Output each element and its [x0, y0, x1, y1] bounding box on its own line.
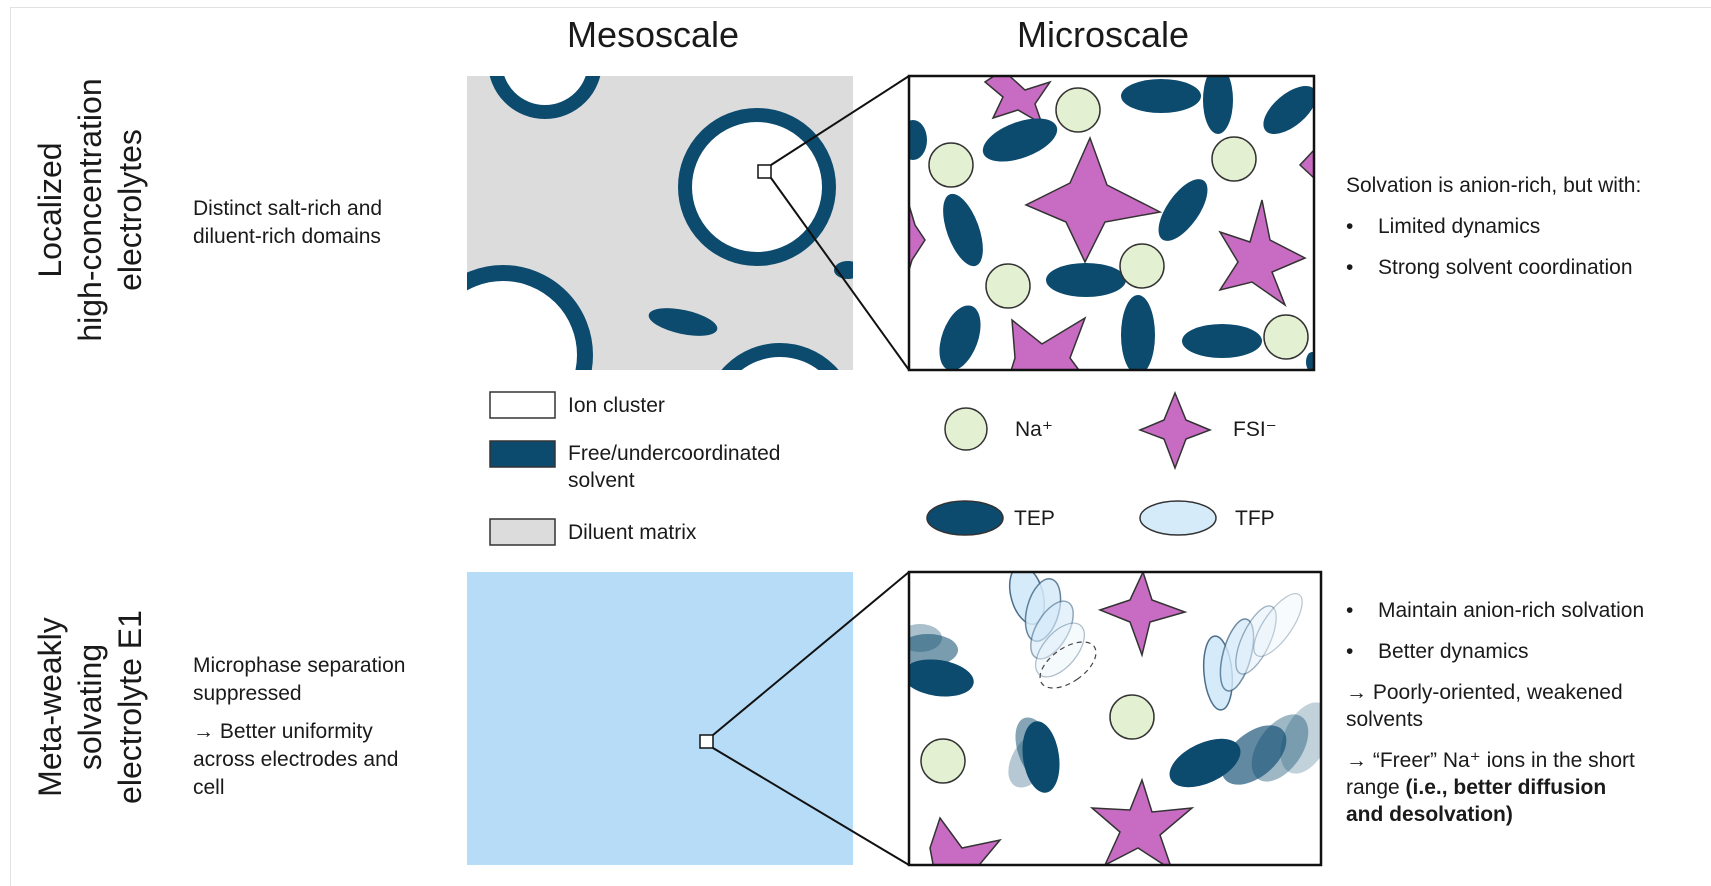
microscale-header: Microscale	[1017, 14, 1190, 55]
fsi-anion	[1218, 199, 1307, 308]
tep-molecule	[943, 193, 983, 267]
tep-molecule	[1182, 324, 1262, 358]
na-ion	[928, 142, 974, 188]
tep-molecule	[1203, 76, 1233, 134]
micro-panel-border	[907, 74, 1316, 372]
zoom-marker	[757, 164, 772, 179]
bullet-dot: •	[1346, 215, 1354, 238]
ion-cluster-ring	[678, 108, 836, 266]
fsi-anion	[909, 202, 926, 273]
fsi-anion	[1089, 777, 1195, 865]
legend-tep-icon	[926, 500, 1004, 536]
legend-diluent-swatch	[489, 518, 556, 546]
na-ion	[985, 263, 1031, 309]
na-ion	[1119, 243, 1165, 289]
bottom-arrow-2: → “Freer” Na⁺ ions in the short range (i…	[1346, 749, 1635, 826]
ion-cluster-ring	[721, 343, 839, 370]
zoom-marker	[699, 734, 714, 749]
tep-molecule	[909, 659, 974, 697]
fsi-anion	[1024, 135, 1163, 264]
tep-molecule	[1169, 738, 1241, 788]
bottom-arrow-1: → Poorly-oriented, weakened solvents	[1346, 681, 1623, 731]
na-ion	[1109, 694, 1155, 740]
zoom-line-lower	[770, 177, 910, 371]
top-row-findings: Solvation is anion-rich, but with: •Limi…	[1346, 172, 1641, 295]
legend-na-icon	[944, 407, 988, 451]
tep-molecule	[939, 305, 981, 370]
legend-diluent-label: Diluent matrix	[568, 521, 697, 544]
fsi-anion	[983, 76, 1052, 126]
tep-molecule	[1046, 263, 1126, 297]
top-microscale-panel	[907, 74, 1316, 372]
top-bullet-2: •Strong solvent coordination	[1346, 256, 1633, 279]
legend-ion-cluster-swatch	[489, 391, 556, 419]
bottom-bullet-1: •Maintain anion-rich solvation	[1346, 599, 1645, 622]
legend-tep-label: TEP	[1014, 507, 1055, 530]
legend-free-solvent-label: Free/undercoordinated solvent	[568, 442, 781, 492]
zoom-line-lower	[712, 747, 910, 866]
tep-molecule	[1221, 725, 1287, 785]
legend-fsi-icon	[1137, 391, 1213, 471]
bottom-bullet-2: •Better dynamics	[1346, 640, 1529, 663]
ion-cluster-ring	[467, 265, 593, 370]
zoom-line-upper	[770, 75, 910, 166]
legend-tfp-label: TFP	[1235, 507, 1275, 530]
bottom-row-findings: •Maintain anion-rich solvation •Better d…	[1346, 597, 1644, 842]
zoom-line-upper	[712, 571, 910, 736]
tep-molecule	[1306, 352, 1314, 370]
micro-panel-border	[907, 570, 1323, 867]
fsi-anion	[1298, 148, 1314, 180]
tep-molecule	[1022, 721, 1060, 793]
legend-ion-cluster-label: Ion cluster	[568, 394, 665, 417]
slide-frame	[10, 7, 1711, 886]
tep-molecule	[1121, 79, 1201, 113]
legend-na-label: Na⁺	[1015, 418, 1053, 441]
tfp-molecule	[1253, 593, 1303, 657]
tfp-molecule	[1235, 605, 1277, 675]
bottom-microscale-panel	[907, 570, 1323, 867]
mesoscale-legend	[489, 391, 556, 546]
bullet-dot: •	[1346, 256, 1354, 279]
fsi-anion	[1097, 572, 1188, 658]
microscale-legend	[926, 391, 1217, 536]
top-summary: Solvation is anion-rich, but with:	[1346, 174, 1642, 197]
na-ion	[920, 738, 966, 784]
bottom-mesoscale-panel	[467, 571, 910, 866]
free-solvent-domain	[834, 261, 853, 279]
ion-cluster-ring	[489, 76, 601, 119]
tfp-molecule-ghost	[1039, 641, 1097, 689]
tfp-molecule	[1035, 622, 1085, 678]
na-ion	[1055, 87, 1101, 133]
uniform-electrolyte-area	[467, 572, 853, 865]
tep-molecule	[1280, 702, 1321, 774]
legend-tfp-icon	[1139, 500, 1217, 536]
legend-free-solvent-swatch	[489, 440, 556, 468]
mesoscale-header: Mesoscale	[567, 14, 740, 55]
tep-molecule	[909, 634, 958, 666]
top-row-description: Distinct salt-rich and diluent-rich doma…	[193, 197, 383, 248]
fsi-anion	[929, 816, 1002, 865]
tep-molecule	[909, 120, 927, 160]
top-bullet-1: •Limited dynamics	[1346, 215, 1541, 238]
fsi-anion	[1010, 316, 1087, 370]
top-mesoscale-panel	[467, 75, 910, 371]
tep-molecule	[1121, 295, 1155, 370]
tep-molecule	[1263, 86, 1314, 134]
na-ion	[1263, 314, 1309, 360]
bottom-row-description: Microphase separation suppressed → Bette…	[193, 654, 406, 799]
tep-molecule	[982, 118, 1058, 162]
tfp-molecule	[1030, 600, 1074, 660]
bullet-dot: •	[1346, 640, 1354, 663]
bullet-dot: •	[1346, 599, 1354, 622]
na-ion	[1211, 136, 1257, 182]
tep-molecule	[1158, 179, 1208, 241]
legend-fsi-label: FSI⁻	[1233, 418, 1277, 441]
free-solvent-domain	[648, 308, 718, 336]
